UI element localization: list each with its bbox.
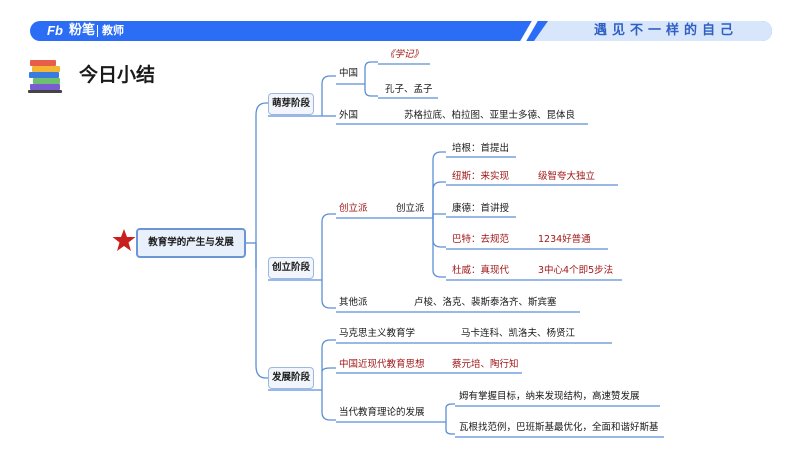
leaf-bacon: 培根：首提出 bbox=[452, 143, 510, 154]
branch-marxist: 马克思主义教育学 bbox=[339, 328, 416, 339]
books-icon bbox=[28, 60, 62, 93]
leaf-rousseau-locke: 卢梭、洛克、裴斯泰洛齐、斯宾塞 bbox=[414, 297, 557, 308]
leaf-contemporary-2: 瓦根找范例，巴班斯基最优化，全面和谐好斯基 bbox=[459, 422, 659, 433]
star-icon bbox=[112, 229, 136, 251]
note-herbart: 1234好普通 bbox=[538, 234, 591, 245]
branch-contemporary: 当代教育理论的发展 bbox=[339, 407, 425, 418]
note-dewey: 3中心4个即5步法 bbox=[538, 265, 614, 276]
leaf-greek-philosophers: 苏格拉底、柏拉图、亚里士多德、昆体良 bbox=[404, 110, 576, 121]
sub-branch-founding-school: 创立派 bbox=[396, 203, 425, 214]
leaf-comenius: 纽斯：来实现 bbox=[452, 171, 510, 182]
stage-node-sprout: 萌芽阶段 bbox=[268, 93, 314, 115]
stage-node-development: 发展阶段 bbox=[268, 367, 314, 389]
root-node: 教育学的产生与发展 bbox=[136, 228, 246, 258]
leaf-confucius-mencius: 孔子、孟子 bbox=[385, 84, 433, 95]
branch-china: 中国 bbox=[339, 68, 359, 79]
branch-founding-school: 创立派 bbox=[339, 203, 368, 214]
branch-foreign: 外国 bbox=[339, 110, 359, 121]
leaf-kant: 康德：首讲授 bbox=[452, 203, 510, 214]
branch-modern-china: 中国近现代教育思想 bbox=[339, 359, 425, 370]
leaf-xueji: 《学记》 bbox=[385, 49, 424, 60]
header-slogan-panel bbox=[534, 21, 772, 41]
stage-node-founding: 创立阶段 bbox=[268, 257, 314, 279]
note-comenius: 级智夸大独立 bbox=[538, 171, 596, 182]
brand-role: 教师 bbox=[102, 24, 124, 37]
leaf-makarenko: 马卡连科、凯洛夫、杨贤江 bbox=[461, 328, 576, 339]
leaf-herbart: 巴特：去规范 bbox=[452, 234, 510, 245]
brand-name: 粉笔 bbox=[69, 23, 96, 38]
leaf-dewey: 杜威：真现代 bbox=[452, 265, 510, 276]
leaf-contemporary-1: 姆有掌握目标，纳来发现结构，高速赞发展 bbox=[459, 391, 640, 402]
page-title: 今日小结 bbox=[79, 64, 156, 86]
brand-logo: Fb bbox=[47, 23, 63, 38]
brand-separator bbox=[97, 25, 98, 37]
leaf-cai-tao: 蔡元培、陶行知 bbox=[452, 359, 519, 370]
branch-other-school: 其他派 bbox=[339, 297, 368, 308]
header-slogan: 遇见不一样的自己 bbox=[594, 23, 739, 38]
